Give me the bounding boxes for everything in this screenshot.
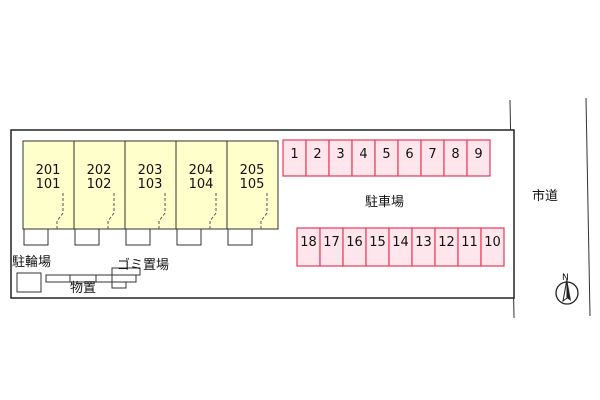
- storage-label: 物置: [70, 281, 96, 296]
- parking-slot-number: 9: [474, 147, 482, 162]
- parking-slot-6: 6: [397, 139, 422, 177]
- parking-slot-4: 4: [351, 139, 376, 177]
- parking-slot-2: 2: [305, 139, 330, 177]
- parking-slot-number: 3: [336, 147, 344, 162]
- parking-slot-16: 16: [342, 227, 367, 267]
- parking-slot-8: 8: [443, 139, 468, 177]
- road-edge-right: [585, 97, 591, 317]
- parking-slot-3: 3: [328, 139, 353, 177]
- unit-lower-number: 103: [138, 177, 163, 192]
- city-road-label: 市道: [532, 188, 558, 204]
- parking-label: 駐車場: [365, 195, 404, 210]
- unit-lower-number: 105: [240, 177, 265, 192]
- parking-slot-7: 7: [420, 139, 445, 177]
- parking-slot-5: 5: [374, 139, 399, 177]
- bicycle-parking-area: [16, 272, 42, 293]
- parking-slot-13: 13: [411, 227, 436, 267]
- unit-lower-number: 102: [87, 177, 112, 192]
- parking-slot-12: 12: [434, 227, 459, 267]
- unit-upper-number: 202: [87, 163, 112, 178]
- parking-slot-number: 15: [369, 235, 386, 250]
- garbage-area: [111, 267, 141, 276]
- unit-lower-number: 104: [189, 177, 214, 192]
- parking-slot-number: 10: [484, 235, 501, 250]
- parking-slot-18: 18: [296, 227, 321, 267]
- unit-upper-number: 204: [189, 163, 214, 178]
- unit-upper-number: 205: [240, 163, 265, 178]
- parking-slot-number: 8: [451, 147, 459, 162]
- parking-slot-number: 12: [438, 235, 455, 250]
- parking-slot-14: 14: [388, 227, 413, 267]
- north-compass-icon: N: [555, 273, 579, 305]
- unit-upper-number: 203: [138, 163, 163, 178]
- parking-slot-1: 1: [282, 139, 307, 177]
- parking-slot-number: 2: [313, 147, 321, 162]
- parking-slot-number: 11: [461, 235, 478, 250]
- parking-slot-number: 5: [382, 147, 390, 162]
- north-label: N: [562, 273, 569, 283]
- unit-lower-number: 101: [36, 177, 61, 192]
- storage-structure: [45, 274, 137, 283]
- parking-slot-number: 17: [323, 235, 340, 250]
- parking-slot-number: 6: [405, 147, 413, 162]
- parking-slot-number: 16: [346, 235, 363, 250]
- parking-slot-number: 14: [392, 235, 409, 250]
- parking-slot-17: 17: [319, 227, 344, 267]
- bicycle-parking-label: 駐輪場: [12, 254, 51, 270]
- unit-upper-number: 201: [36, 163, 61, 178]
- parking-slot-15: 15: [365, 227, 390, 267]
- parking-slot-number: 13: [415, 235, 432, 250]
- parking-slot-number: 4: [359, 147, 367, 162]
- parking-slot-10: 10: [480, 227, 505, 267]
- parking-slot-number: 18: [300, 235, 317, 250]
- garbage-label: ゴミ置場: [117, 257, 169, 273]
- parking-row-bottom: 18 17 16 15 14 13 12 11 10: [296, 227, 505, 267]
- parking-slot-number: 7: [428, 147, 436, 162]
- parking-slot-9: 9: [466, 139, 491, 177]
- parking-slot-11: 11: [457, 227, 482, 267]
- parking-slot-number: 1: [290, 147, 298, 162]
